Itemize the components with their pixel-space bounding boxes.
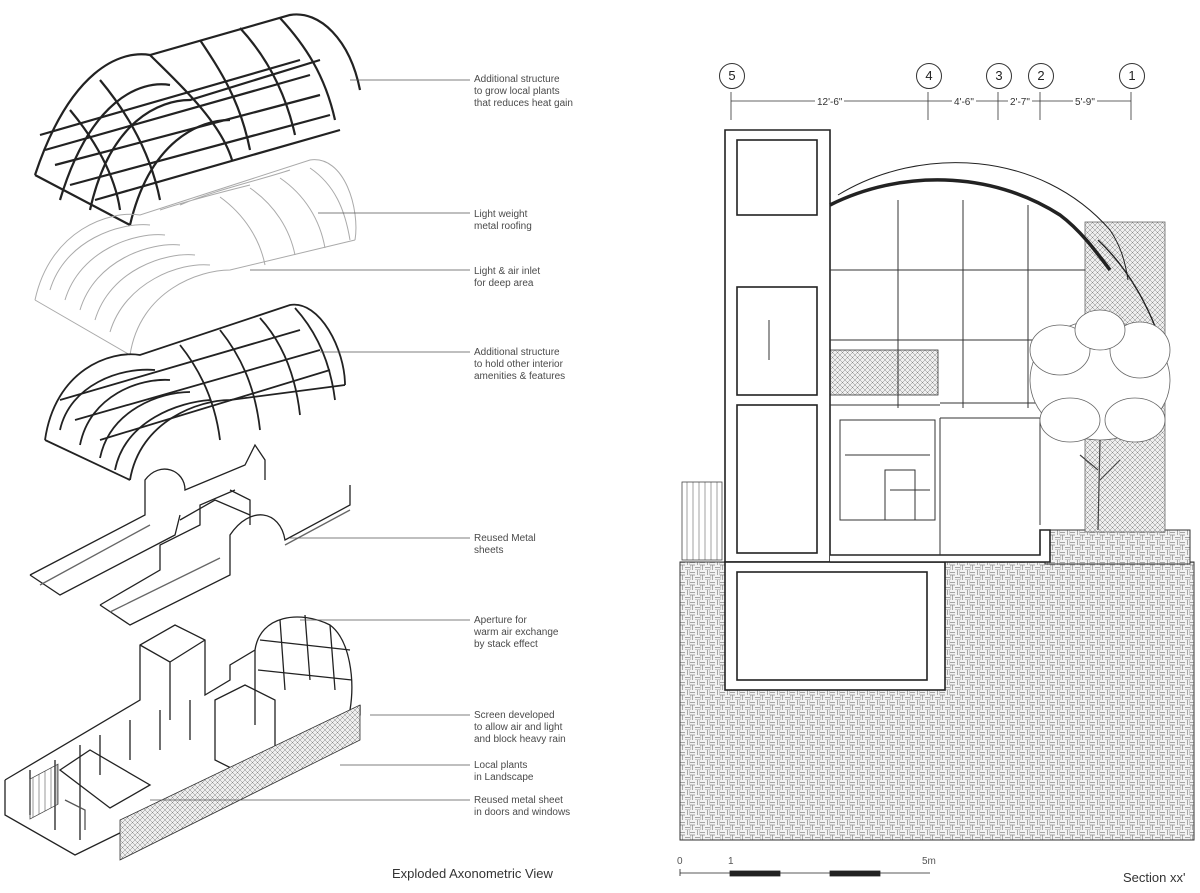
- callout-light-inlet: Light & air inlet for deep area: [474, 266, 540, 290]
- grid-mark-1: 1: [1119, 63, 1145, 89]
- callout-doors-windows: Reused metal sheet in doors and windows: [474, 795, 570, 819]
- callout-line: warm air exchange: [474, 627, 559, 638]
- scale-label-0: 0: [677, 856, 683, 867]
- dimension-12-6: 12'-6": [815, 97, 845, 108]
- callout-leaders: [150, 79, 470, 801]
- callout-line: Reused metal sheet: [474, 795, 563, 806]
- callout-line: metal roofing: [474, 221, 532, 232]
- axon-roofing: [34, 159, 357, 356]
- callout-line: Aperture for: [474, 615, 527, 626]
- side-louver: [681, 481, 723, 561]
- grid-mark-4: 4: [916, 63, 942, 89]
- dimension-2-7: 2'-7": [1008, 97, 1032, 108]
- callout-line: amenities & features: [474, 371, 566, 382]
- dimension-4-6: 4'-6": [952, 97, 976, 108]
- callout-metal-sheets: Reused Metal sheets: [474, 533, 536, 557]
- section-tree: [1029, 309, 1171, 531]
- section-walls: [724, 129, 1051, 691]
- grid-line-axis: [730, 92, 1132, 120]
- section-title: Section xx': [1123, 870, 1186, 885]
- callout-line: by stack effect: [474, 639, 538, 650]
- callout-line: Additional structure: [474, 347, 560, 358]
- callout-line: to allow air and light: [474, 722, 563, 733]
- callout-line: for deep area: [474, 278, 534, 289]
- axon-trellis-interior: [44, 303, 346, 481]
- callout-line: and block heavy rain: [474, 734, 566, 745]
- axon-trellis-top: [33, 13, 362, 226]
- callout-line: Light weight: [474, 209, 528, 220]
- callout-screen: Screen developed to allow air and light …: [474, 710, 566, 746]
- callout-line: that reduces heat gain: [474, 98, 573, 109]
- callout-line: Additional structure: [474, 74, 560, 85]
- grid-mark-2: 2: [1028, 63, 1054, 89]
- callout-line: Reused Metal: [474, 533, 536, 544]
- dimension-5-9: 5'-9": [1073, 97, 1097, 108]
- mezzanine-screen: [827, 349, 939, 396]
- scale-label-5m: 5m: [922, 856, 936, 867]
- planter-hatch: [1044, 529, 1191, 565]
- callout-line: in doors and windows: [474, 807, 571, 818]
- callout-aperture: Aperture for warm air exchange by stack …: [474, 615, 558, 651]
- scale-bar: [679, 869, 930, 877]
- scale-label-1: 1: [728, 856, 734, 867]
- callout-interior-structure: Additional structure to hold other inter…: [474, 347, 565, 383]
- axon-metal-sheets: [29, 443, 351, 626]
- axon-title: Exploded Axonometric View: [392, 866, 553, 881]
- callout-roofing: Light weight metal roofing: [474, 209, 532, 233]
- grid-mark-3: 3: [986, 63, 1012, 89]
- axon-screen: [119, 704, 361, 861]
- grid-mark-5: 5: [719, 63, 745, 89]
- callout-line: in Landscape: [474, 772, 534, 783]
- callout-line: to grow local plants: [474, 86, 560, 97]
- callout-line: sheets: [474, 545, 504, 556]
- callout-local-plants: Local plants in Landscape: [474, 760, 534, 784]
- callout-plant-structure: Additional structure to grow local plant…: [474, 74, 573, 110]
- callout-line: Local plants: [474, 760, 528, 771]
- callout-line: Screen developed: [474, 710, 555, 721]
- callout-line: to hold other interior: [474, 359, 563, 370]
- callout-line: Light & air inlet: [474, 266, 541, 277]
